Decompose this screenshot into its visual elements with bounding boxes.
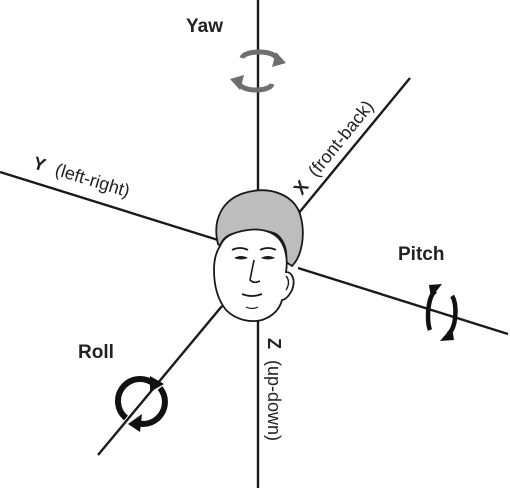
y-axis-line-left: [0, 170, 219, 242]
pitch-rotation-icon: [425, 284, 458, 341]
x-axis-line-lower: [97, 305, 223, 456]
yaw-rotation-icon: [230, 49, 286, 93]
y-axis-label: Y (left-right): [31, 153, 133, 201]
z-axis-letter: Z: [264, 338, 284, 349]
x-axis-line-upper: [297, 77, 411, 215]
head-icon: [213, 189, 304, 323]
z-axis-label: Z (up-down): [264, 338, 284, 441]
y-axis-line-right: [297, 266, 509, 336]
yaw-label: Yaw: [186, 16, 223, 37]
x-axis-description: (front-back): [304, 97, 377, 181]
roll-rotation-icon: [114, 375, 168, 432]
y-axis-letter: Y: [31, 153, 48, 176]
x-axis-label: X (front-back): [290, 97, 378, 199]
roll-label: Roll: [78, 342, 114, 363]
y-axis-description: (left-right): [53, 159, 132, 201]
pitch-label: Pitch: [398, 244, 444, 265]
head-face: [213, 228, 295, 323]
x-axis-letter: X: [290, 177, 313, 199]
z-axis-description: (up-down): [264, 360, 284, 441]
